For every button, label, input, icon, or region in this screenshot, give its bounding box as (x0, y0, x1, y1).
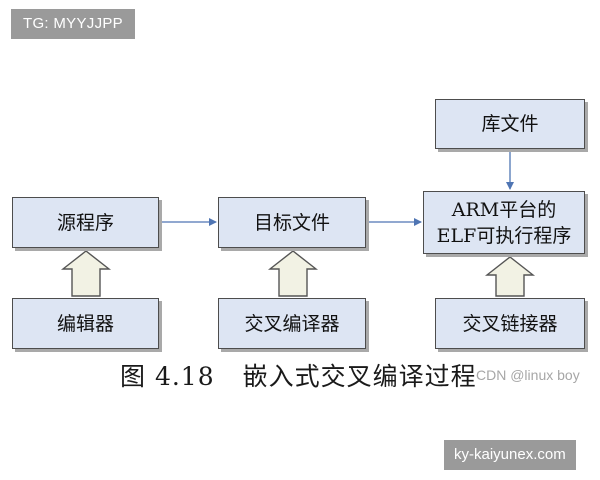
hollow-arrow-editor-to-source (60, 250, 112, 297)
hollow-arrow-linker-to-elf (484, 256, 536, 297)
box-cross-compiler-label: 交叉编译器 (244, 312, 340, 335)
top-left-tag: TG: MYYJJPP (11, 9, 135, 39)
bottom-right-tag: ky-kaiyunex.com (444, 440, 576, 470)
box-editor-label: 编辑器 (56, 312, 114, 335)
csdn-watermark: CDN @linux boy (476, 367, 580, 383)
figure-caption-number: 图 4.18 (120, 362, 215, 391)
box-elf-label-line1: ARM平台的 (451, 198, 557, 221)
figure-caption: 图 4.18 嵌入式交叉编译过程 (120, 357, 477, 393)
box-object-file: 目标文件 (218, 197, 366, 248)
box-source-program: 源程序 (12, 197, 159, 248)
box-cross-compiler: 交叉编译器 (218, 298, 366, 349)
box-source-program-label: 源程序 (56, 211, 114, 234)
box-library-label: 库文件 (481, 113, 539, 135)
figure-caption-text: 嵌入式交叉编译过程 (242, 362, 477, 391)
box-cross-linker-label: 交叉链接器 (462, 312, 558, 335)
hollow-arrow-compiler-to-target (267, 250, 319, 297)
box-editor: 编辑器 (12, 298, 159, 349)
box-object-file-label: 目标文件 (253, 211, 330, 234)
box-arm-elf-executable: ARM平台的 ELF可执行程序 (423, 191, 585, 254)
box-cross-linker: 交叉链接器 (435, 298, 585, 349)
box-elf-label-line2: ELF可执行程序 (436, 224, 572, 247)
box-library: 库文件 (435, 99, 585, 149)
